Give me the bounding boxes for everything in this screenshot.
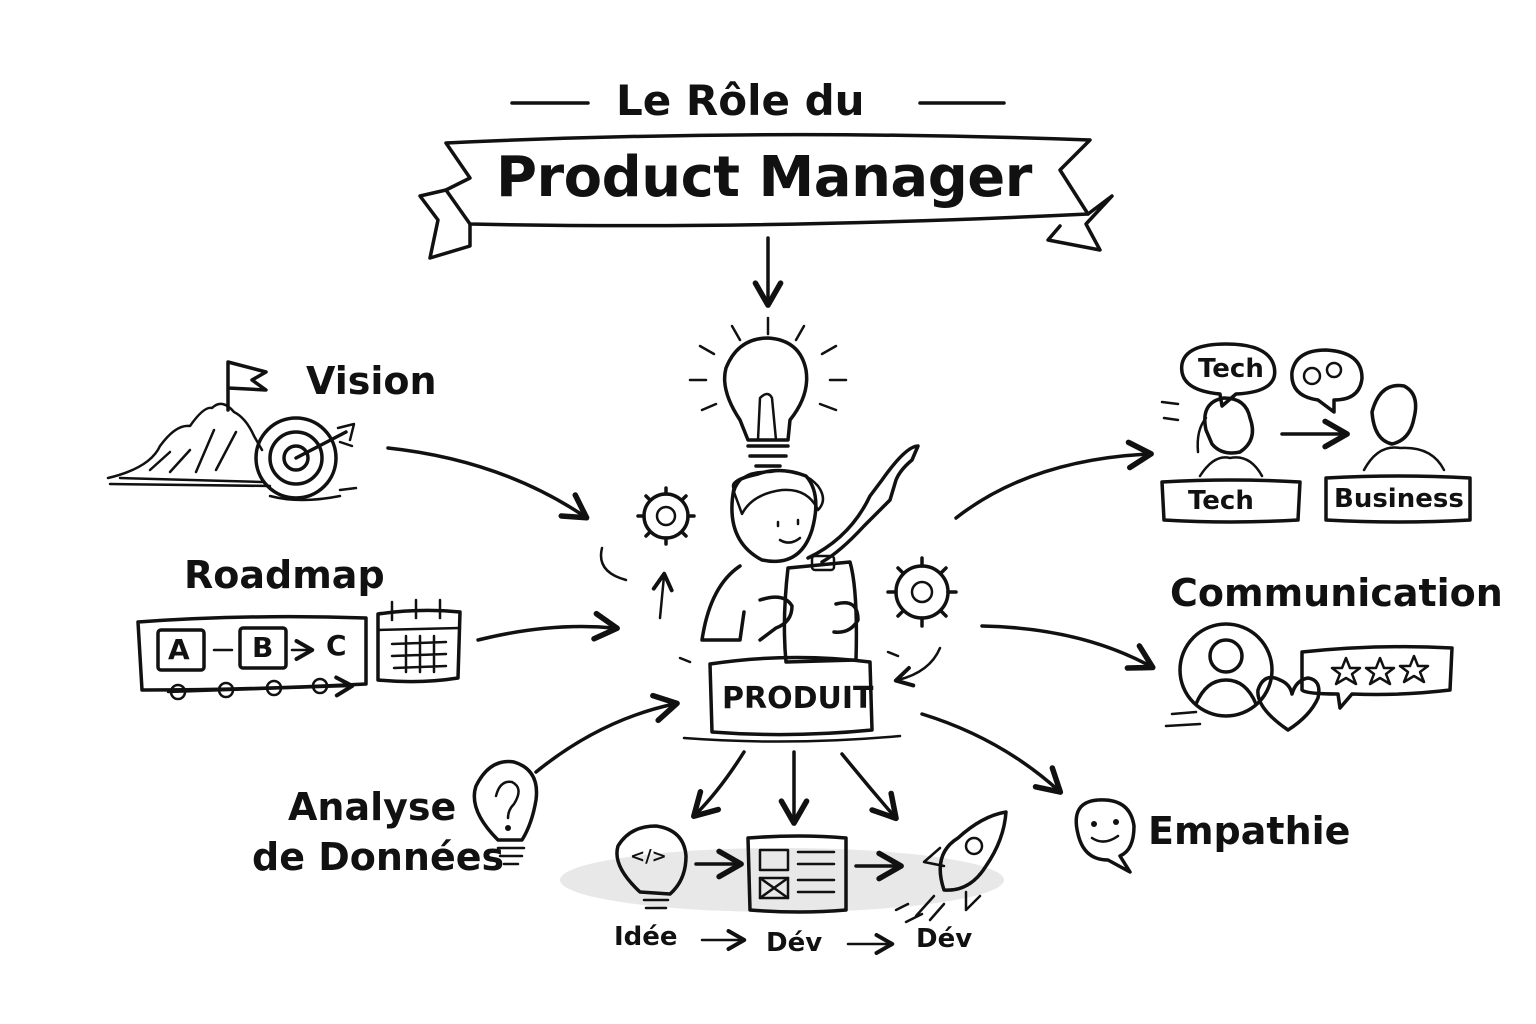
- mountain-flag-icon: [106, 360, 272, 488]
- gear-bubble-icon: [1290, 348, 1364, 414]
- business-box-label: Business: [1334, 484, 1464, 514]
- person-avatar-icon: [1164, 622, 1274, 728]
- business-box: [1324, 474, 1472, 524]
- roadmap-step-c: C: [326, 629, 347, 662]
- step-idee-label: Idée: [614, 922, 678, 952]
- tech-box-label: Tech: [1188, 486, 1254, 516]
- roadmap-label: Roadmap: [184, 553, 385, 597]
- person-icon: [1160, 396, 1264, 478]
- analyse-label-line2: de Données: [252, 835, 505, 879]
- down-arrow-left: [691, 750, 746, 819]
- speech-bubble-icon: [1179, 342, 1277, 408]
- title-ribbon: [418, 132, 1114, 260]
- tech-box: [1160, 478, 1302, 524]
- communication-label: Communication: [1170, 571, 1503, 615]
- roadmap-arrow: [476, 610, 620, 642]
- step-dev-label: Dév: [766, 928, 823, 958]
- gear-icon: [636, 486, 696, 546]
- roadmap-timeline: [136, 614, 368, 701]
- analyse-arrow: [534, 692, 680, 774]
- product-label: PRODUIT: [722, 681, 874, 716]
- target-icon: [254, 416, 358, 502]
- roadmap-step-b: B: [252, 631, 274, 664]
- cycle-arrow: [599, 546, 664, 620]
- stars-icon: [1300, 644, 1454, 710]
- gear-icon: [886, 556, 958, 628]
- calendar-icon: [376, 598, 462, 684]
- rocket-icon: [894, 810, 1008, 924]
- product-manager-figure: [700, 444, 920, 664]
- analyse-label-line1: Analyse: [288, 785, 457, 829]
- title-line1: Le Rôle du: [616, 76, 865, 125]
- lightbulb-icon: [688, 316, 848, 468]
- roadmap-step-a: A: [168, 633, 190, 666]
- code-bulb-icon: [615, 824, 688, 910]
- smiley-bubble-icon: [1074, 798, 1136, 874]
- product-box: [678, 650, 902, 743]
- collaboration-arrow: [954, 439, 1154, 520]
- step-dev2-label: Dév: [916, 924, 973, 954]
- heart-icon: [1256, 675, 1321, 732]
- document-icon: [746, 834, 848, 914]
- empathie-arrow: [920, 712, 1064, 795]
- vision-arrow: [386, 446, 590, 521]
- page-title: Product Manager: [496, 145, 1032, 210]
- communication-arrow: [980, 624, 1156, 671]
- speech-bubble-text: Tech: [1198, 354, 1264, 384]
- person-icon: [1362, 383, 1446, 472]
- code-symbol: </>: [630, 846, 667, 867]
- question-bulb-icon: [472, 759, 539, 866]
- vision-label: Vision: [306, 359, 437, 403]
- empathie-label: Empathie: [1148, 809, 1351, 853]
- down-arrow-right: [840, 752, 899, 822]
- cycle-arrow: [893, 646, 942, 688]
